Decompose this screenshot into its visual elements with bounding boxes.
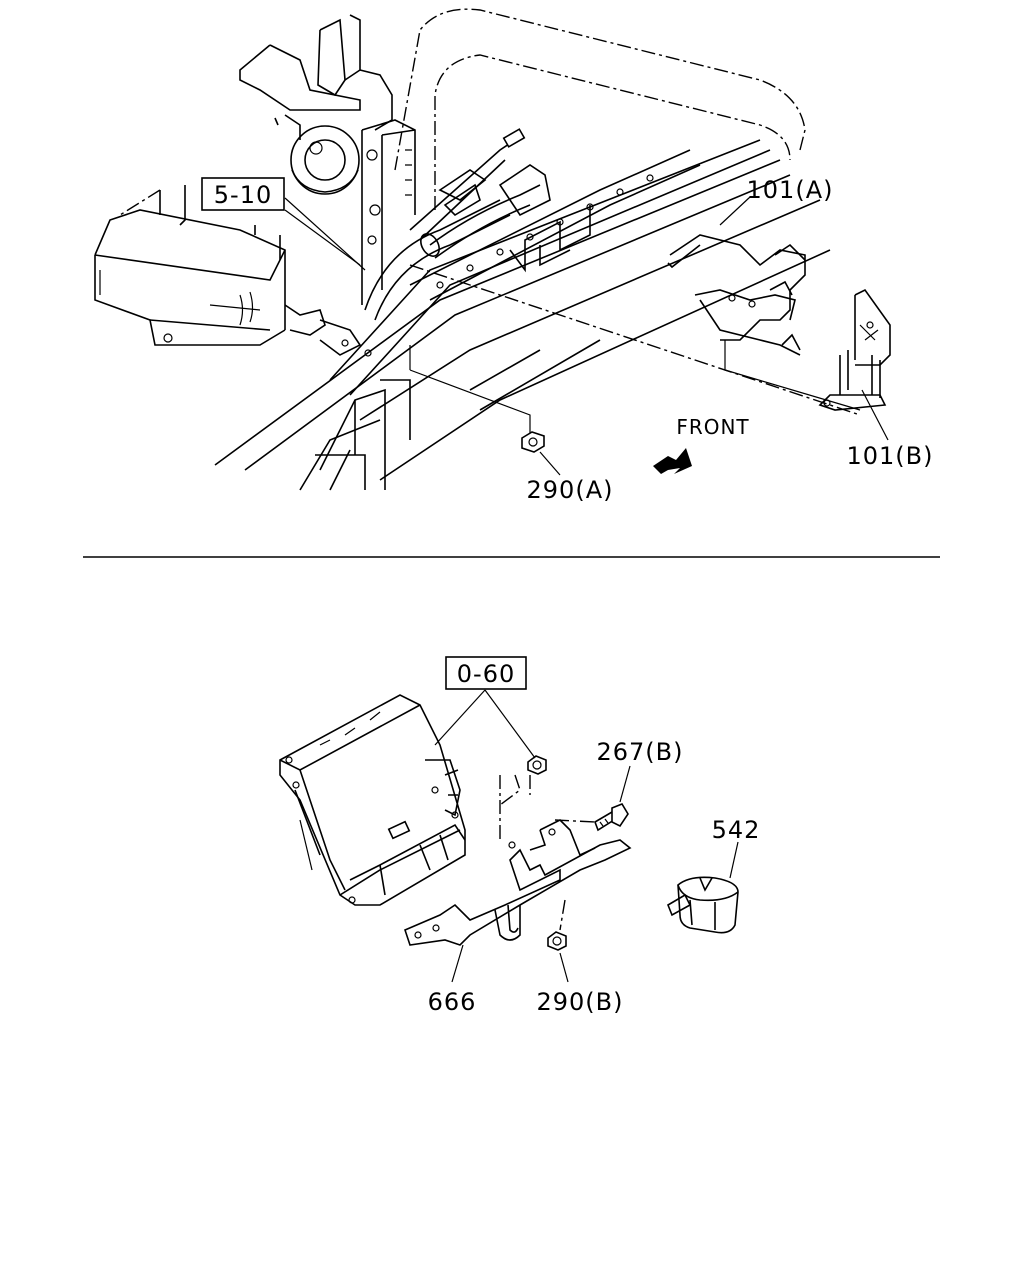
bolt-267b bbox=[594, 803, 629, 832]
left-module bbox=[94, 185, 362, 356]
ref-label-5-10: 5-10 bbox=[214, 181, 272, 209]
ref-box-0-60 bbox=[445, 656, 527, 690]
bracket-101a bbox=[667, 234, 806, 356]
wiring-harness bbox=[364, 128, 551, 321]
part-label-267b: 267(B) bbox=[597, 738, 684, 766]
clip-542 bbox=[667, 876, 739, 934]
part-label-666: 666 bbox=[428, 988, 477, 1016]
part-label-101b: 101(B) bbox=[847, 442, 934, 470]
frame-rail bbox=[214, 139, 831, 491]
lower-view: 0-60 267(B) 542 666 290(B) bbox=[279, 656, 761, 1016]
part-label-290b: 290(B) bbox=[537, 988, 624, 1016]
vertical-bracket bbox=[361, 119, 416, 305]
nut-upper bbox=[527, 755, 547, 775]
nut-290b bbox=[547, 931, 567, 951]
chassis-outline bbox=[119, 8, 806, 216]
part-label-290a: 290(A) bbox=[527, 476, 614, 504]
engine-mount bbox=[239, 14, 393, 195]
ref-label-0-60: 0-60 bbox=[457, 660, 515, 688]
part-label-101a: 101(A) bbox=[747, 176, 834, 204]
leader-lines-lower bbox=[434, 689, 739, 983]
part-label-542: 542 bbox=[712, 816, 761, 844]
control-unit bbox=[279, 694, 466, 906]
nut-290a bbox=[521, 431, 545, 453]
upper-view: 5-10 101(A) 101(B) 290(A) FRONT bbox=[94, 8, 934, 504]
bracket-101b bbox=[818, 288, 891, 411]
cross-member bbox=[341, 149, 701, 357]
ref-box-5-10 bbox=[201, 177, 285, 211]
front-arrow-icon bbox=[653, 448, 692, 474]
front-label: FRONT bbox=[676, 415, 749, 439]
leader-lines-upper bbox=[284, 196, 889, 476]
bracket-666 bbox=[404, 819, 632, 946]
